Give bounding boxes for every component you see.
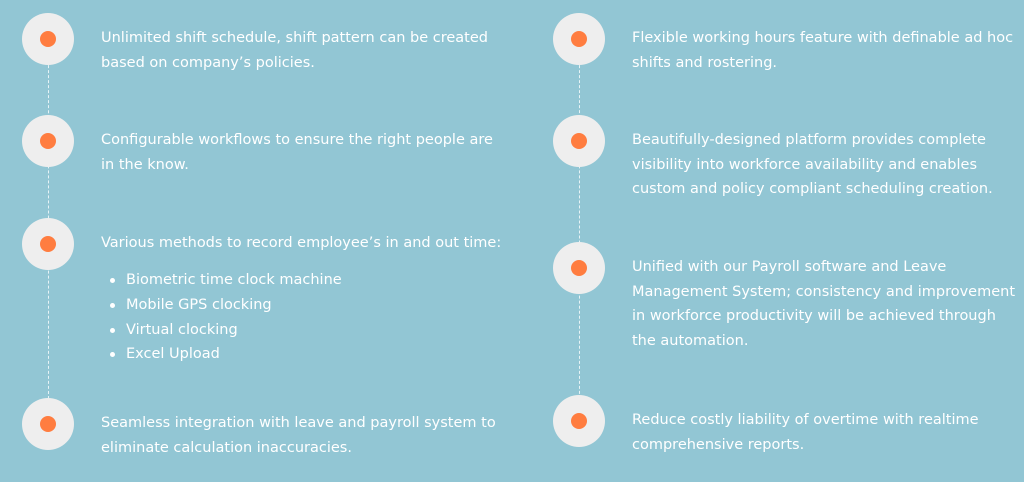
bullet-dot-icon xyxy=(571,413,587,429)
features-column-left: Unlimited shift schedule, shift pattern … xyxy=(22,13,502,456)
timeline-bullet-icon xyxy=(553,115,605,167)
feature-text: Configurable workflows to ensure the rig… xyxy=(101,132,493,173)
timeline-bullet-icon xyxy=(553,242,605,294)
timeline-connector-right xyxy=(579,40,580,424)
list-item: Mobile GPS clocking xyxy=(108,293,342,318)
bullet-dot-icon xyxy=(571,133,587,149)
list-item: Excel Upload xyxy=(108,342,342,367)
time-recording-methods-list: Biometric time clock machine Mobile GPS … xyxy=(108,268,342,367)
timeline-bullet-icon xyxy=(553,13,605,65)
bullet-dot-icon xyxy=(571,31,587,47)
feature-text: Various methods to record employee’s in … xyxy=(101,235,502,251)
bullet-dot-icon xyxy=(571,260,587,276)
timeline-bullet-icon xyxy=(22,115,74,167)
feature-text: Seamless integration with leave and payr… xyxy=(101,415,496,456)
list-item: Biometric time clock machine xyxy=(108,268,342,293)
bullet-dot-icon xyxy=(40,31,56,47)
feature-text: Reduce costly liability of overtime with… xyxy=(632,412,979,453)
feature-text: Unlimited shift schedule, shift pattern … xyxy=(101,30,488,71)
timeline-bullet-icon xyxy=(22,13,74,65)
timeline-bullet-icon xyxy=(22,398,74,450)
feature-text: Unified with our Payroll software and Le… xyxy=(632,259,1016,349)
feature-text: Beautifully-designed platform provides c… xyxy=(632,132,993,197)
timeline-bullet-icon xyxy=(553,395,605,447)
feature-text: Flexible working hours feature with defi… xyxy=(632,30,1014,71)
features-column-right: Flexible working hours feature with defi… xyxy=(531,0,1024,482)
bullet-dot-icon xyxy=(40,236,56,252)
list-item: Virtual clocking xyxy=(108,318,342,343)
bullet-dot-icon xyxy=(40,133,56,149)
timeline-bullet-icon xyxy=(22,218,74,270)
bullet-dot-icon xyxy=(40,416,56,432)
